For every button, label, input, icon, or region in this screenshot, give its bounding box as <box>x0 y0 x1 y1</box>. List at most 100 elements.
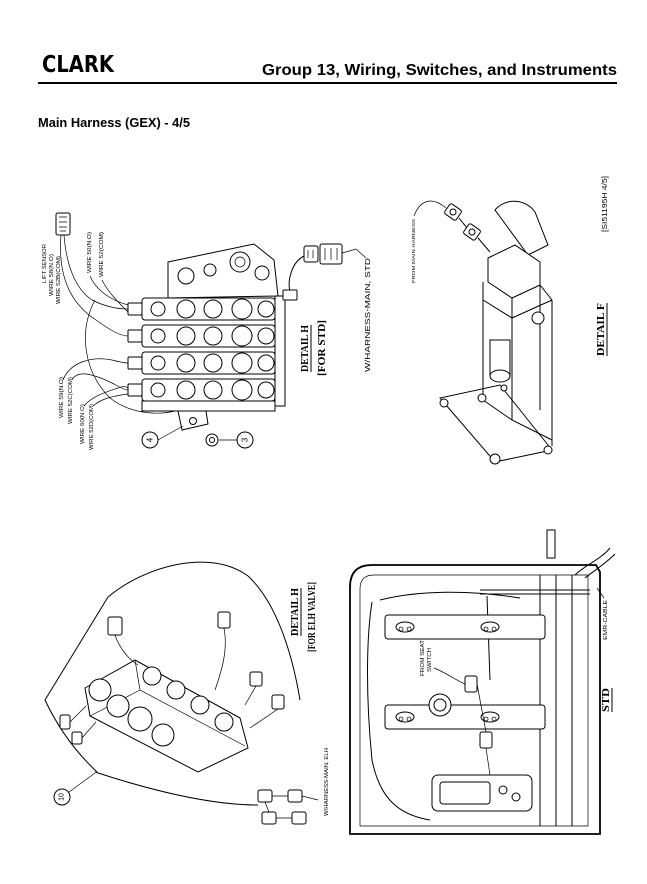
detail-title: DETAIL F <box>595 303 607 356</box>
valve-connector <box>249 671 263 687</box>
mount-slot <box>395 621 415 633</box>
cable-box <box>431 774 533 812</box>
harness-connector-a <box>303 245 319 263</box>
outer-frame <box>349 564 601 835</box>
std-view: FROM SEAT SWITCH EMR-CABLE STD <box>349 529 616 835</box>
frame-posts <box>482 282 553 446</box>
emr-cable-leader <box>596 587 605 599</box>
port <box>203 263 217 277</box>
position-switch <box>127 329 143 343</box>
callout-circle <box>53 788 71 806</box>
cable-fitting <box>511 792 521 802</box>
detail-title: DETAIL H <box>289 588 301 636</box>
solenoid-coil <box>88 678 112 702</box>
valve-assembly-drawing <box>55 212 367 447</box>
bottom-plate <box>141 400 276 412</box>
spool-cap <box>150 328 166 344</box>
harness-connector <box>444 203 462 221</box>
port-inner <box>234 256 246 268</box>
valve-section <box>127 378 276 402</box>
leader-line <box>157 425 184 441</box>
view-title: STD <box>600 688 612 712</box>
leader-line <box>68 772 96 793</box>
label-wire-58: WIRE 58(N.O) <box>49 254 55 296</box>
seat-bracket-drawing <box>413 200 553 465</box>
spool-cap <box>150 382 166 398</box>
connector-detail <box>59 216 67 232</box>
inner-frame <box>359 574 589 827</box>
mount-slot <box>395 711 415 723</box>
callout-circle <box>236 431 254 449</box>
callout-number: 4 <box>146 437 155 442</box>
valve-cap <box>142 666 162 686</box>
spool-cap <box>150 355 166 371</box>
valve-section <box>127 351 276 375</box>
seat-switch-connector <box>464 675 478 693</box>
label-wire-59: WIRE 59(N.O) <box>59 377 65 418</box>
detail-title: DETAIL H <box>299 325 311 372</box>
detail-h-elh: 10 DETAIL H [FOR ELH VALVE] W/HARNESS-MA… <box>44 561 330 825</box>
port <box>254 265 270 281</box>
detail-outline <box>44 561 301 773</box>
connector-wires <box>264 795 319 819</box>
callout-number: 10 <box>59 793 66 801</box>
callout-4: 4 <box>141 425 184 449</box>
valve-wires <box>69 627 279 739</box>
spool-cap <box>257 300 275 318</box>
harness-wire <box>458 217 468 229</box>
detail-f: [SI51195H 4/5] FROM MAIN HARNESS DETAIL <box>411 176 609 465</box>
position-switch <box>127 302 143 316</box>
spool-cap <box>231 352 253 374</box>
callout-3: 3 <box>219 431 254 449</box>
group-title: Group 13, Wiring, Switches, and Instrume… <box>262 62 617 79</box>
nut-hole <box>209 437 215 443</box>
valve-connector <box>217 611 231 629</box>
valve-connector <box>71 731 83 745</box>
mount-foot <box>543 445 553 455</box>
cable-fitting <box>498 785 508 795</box>
spool-cap <box>203 353 223 373</box>
page-header: CLARK Group 13, Wiring, Switches, and In… <box>38 52 617 84</box>
solenoid-coil <box>151 723 175 747</box>
seat-switch-ring-inner <box>433 698 447 712</box>
side-members <box>539 575 573 826</box>
connector-boss <box>449 208 457 216</box>
inlet-section <box>167 243 279 299</box>
sensor-wires-upper <box>60 234 129 337</box>
callout-10: 10 <box>53 772 96 806</box>
sensor-wires-lower <box>62 299 179 414</box>
seat-switch-cover <box>494 200 549 256</box>
harness-wire <box>476 683 491 776</box>
harness-label: W/HARNESS-MAIN, STD <box>363 257 372 372</box>
emr-cable <box>574 547 616 579</box>
valve-section <box>127 297 276 321</box>
spool-cap <box>203 380 223 400</box>
label-from-main-harness: FROM MAIN HARNESS <box>411 219 417 283</box>
port <box>229 251 251 273</box>
cross-rail <box>384 704 546 730</box>
base-plate <box>439 384 553 463</box>
switch-knob <box>531 311 545 325</box>
spool-cap <box>257 327 275 345</box>
position-switch <box>127 356 143 370</box>
label-wire-52b: WIRE 52B(COM) <box>56 256 62 304</box>
solenoid-coil <box>127 706 153 732</box>
label-wire-52: WIRE 52(COM) <box>99 232 105 277</box>
spool-cap <box>203 299 223 319</box>
valve-section <box>127 324 276 348</box>
harness-connector <box>291 811 307 825</box>
harness-loop <box>288 255 305 293</box>
detail-subtitle: [FOR ELH VALVE] <box>306 582 318 652</box>
inner-contour <box>367 591 521 821</box>
spool-cap <box>231 325 253 347</box>
spool-cap <box>176 299 196 319</box>
valve-cap <box>190 695 210 715</box>
harness-connector <box>261 811 277 825</box>
mount-foot <box>439 398 449 408</box>
valve-connector <box>59 714 71 730</box>
spool-cap <box>176 353 196 373</box>
spool-cap <box>203 326 223 346</box>
mount-foot <box>500 384 508 392</box>
detail-subtitle: [FOR STD] <box>316 320 328 376</box>
nut <box>205 433 219 447</box>
